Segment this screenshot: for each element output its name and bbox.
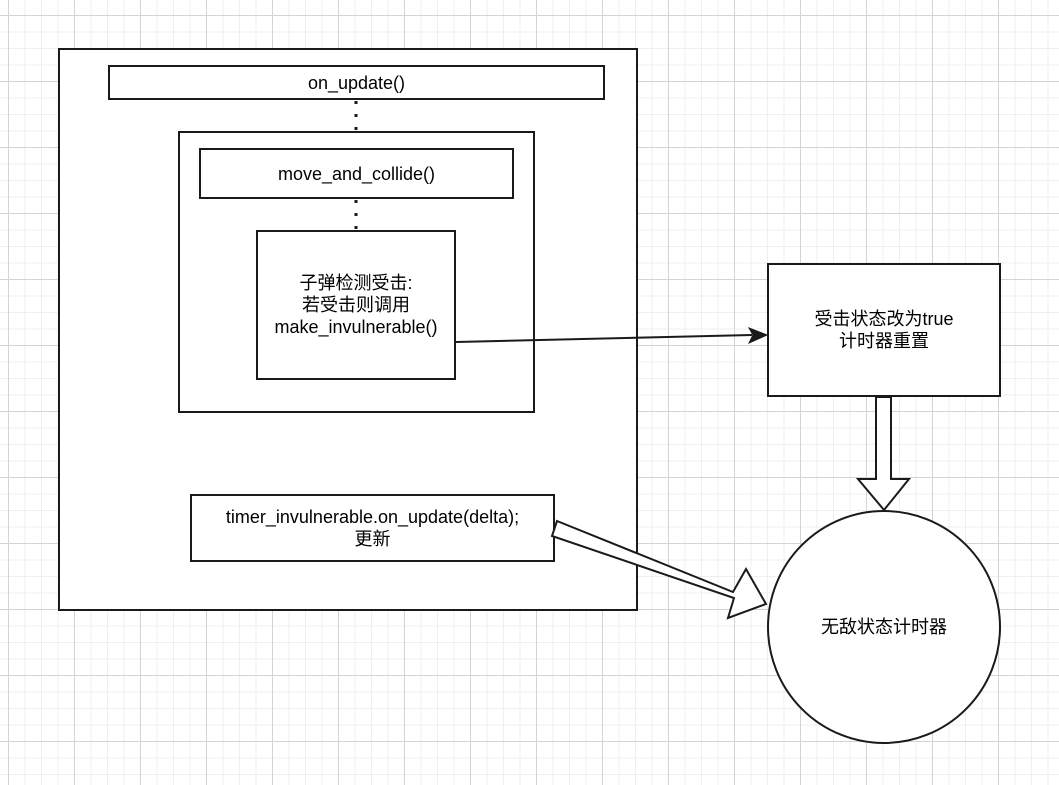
- state-reset-box[interactable]: 受击状态改为true 计时器重置: [767, 263, 1001, 397]
- timer-update-line-2: 更新: [354, 529, 391, 549]
- timer-update-line-1: timer_invulnerable.on_update(delta);: [225, 507, 520, 527]
- state-reset-line-1: 受击状态改为true: [814, 309, 954, 329]
- bullet-check-line-2: 若受击则调用: [302, 295, 410, 315]
- timer-update-box[interactable]: timer_invulnerable.on_update(delta); 更新: [190, 494, 555, 562]
- bullet-check-box[interactable]: 子弹检测受击: 若受击则调用 make_invulnerable(): [256, 230, 456, 380]
- move-and-collide-box[interactable]: move_and_collide(): [199, 148, 514, 199]
- arrow-line-hit-to-reset[interactable]: [455, 334, 753, 343]
- bullet-check-line-3: make_invulnerable(): [274, 317, 438, 337]
- invulnerable-timer-circle[interactable]: 无敌状态计时器: [767, 510, 1001, 744]
- state-reset-line-2: 计时器重置: [839, 331, 929, 351]
- bullet-check-line-1: 子弹检测受击:: [299, 273, 413, 293]
- block-arrow-update-to-timer[interactable]: [550, 519, 768, 620]
- arrowhead-icon: [747, 327, 769, 345]
- on-update-box[interactable]: on_update(): [108, 65, 605, 100]
- move-and-collide-label: move_and_collide(): [277, 163, 436, 184]
- on-update-label: on_update(): [307, 72, 406, 93]
- block-arrow-reset-to-timer[interactable]: [855, 396, 912, 512]
- invulnerable-timer-label: 无敌状态计时器: [821, 617, 947, 637]
